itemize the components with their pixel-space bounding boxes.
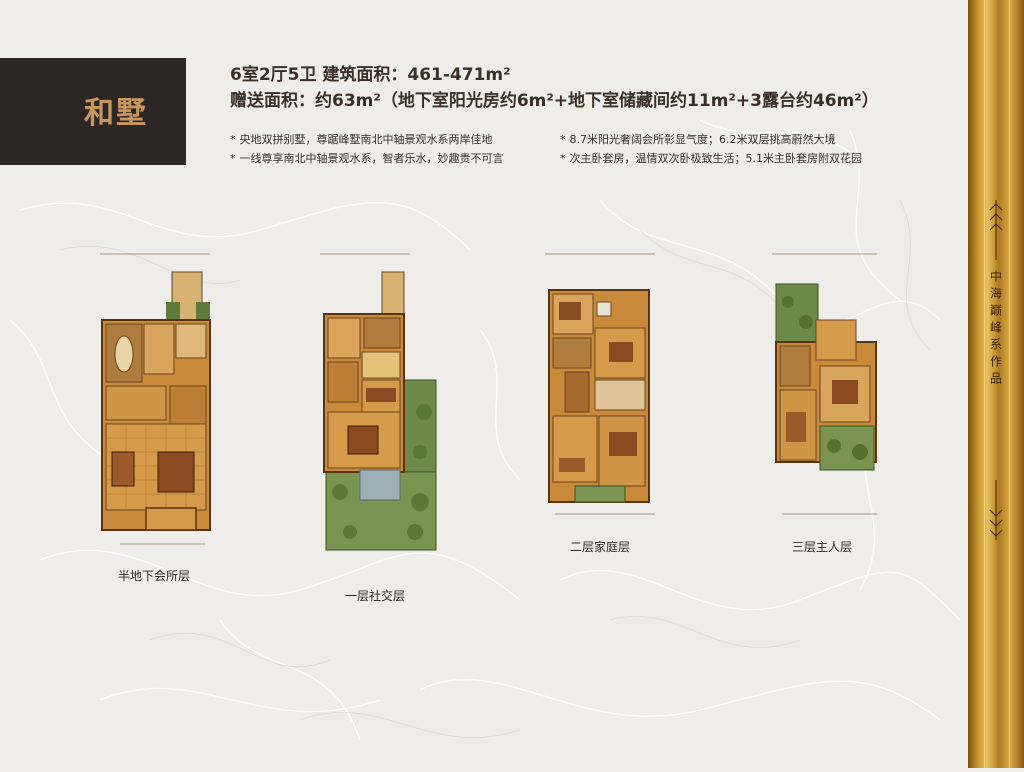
sidebar-brand-text: 中海巅峰系作品	[988, 270, 1003, 389]
floor-plan-second	[545, 253, 665, 521]
floor-label-ground: 一层社交层	[345, 589, 406, 603]
feature-item: *8.7米阳光奢阔会所彰显气度；6.2米双层挑高蔚然大境	[560, 133, 836, 146]
feature-item: *央地双拼别墅，尊踞峰墅南北中轴景观水系两岸佳地	[230, 133, 493, 146]
floor-plan-third	[772, 253, 892, 521]
spec-line-bonus-area: 赠送面积：约63m²（地下室阳光房约6m²+地下室储藏间约11m²+3露台约46…	[230, 91, 879, 111]
feature-item: *次主卧套房，温情双次卧极致生活；5.1米主卧套房附双花园	[560, 152, 862, 165]
feature-item: *一线尊享南北中轴景观水系，智者乐水，妙趣贵不可言	[230, 152, 504, 165]
sidebar-frame-lines	[984, 0, 1010, 768]
floor-label-second: 二层家庭层	[570, 540, 631, 554]
gold-sidebar: 中海巅峰系作品	[968, 0, 1024, 768]
spec-line-rooms-area: 6室2厅5卫 建筑面积：461-471m²	[230, 65, 511, 85]
bullet-star-icon: *	[560, 133, 566, 146]
page-title: 和墅	[84, 96, 148, 131]
floor-plan-ground	[320, 253, 450, 551]
floor-label-basement: 半地下会所层	[118, 569, 191, 583]
bullet-star-icon: *	[560, 152, 566, 165]
floor-label-third: 三层主人层	[792, 540, 853, 554]
bullet-star-icon: *	[230, 152, 236, 165]
title-block: 和墅	[0, 58, 186, 165]
floor-plan-basement	[100, 253, 235, 551]
bullet-star-icon: *	[230, 133, 236, 146]
ornament-icon	[989, 480, 1003, 540]
ornament-icon	[989, 200, 1003, 260]
